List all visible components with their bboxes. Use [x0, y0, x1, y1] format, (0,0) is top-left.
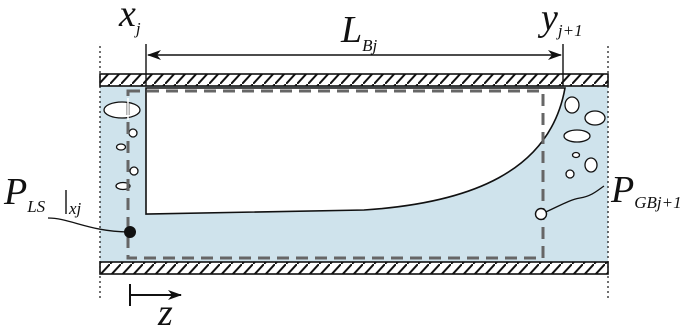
pgb-leader-line: [540, 185, 605, 215]
pgb-label: PGBj+1: [610, 169, 682, 212]
length-label: LBj: [340, 9, 378, 55]
pls-pressure-point: [124, 226, 136, 238]
y-label: yj+1: [537, 0, 583, 40]
x-label: xj: [118, 0, 141, 38]
z-label: z: [157, 292, 173, 326]
pls-leader-line: [47, 217, 131, 233]
pls-label: PLS: [3, 171, 46, 216]
control-volume: [126, 89, 545, 260]
taylor-bubble: [145, 87, 566, 215]
pls-eval-sub: xj: [68, 199, 82, 218]
top-pipe-wall: [99, 73, 609, 87]
bottom-pipe-wall: [99, 261, 609, 275]
small-bubbles-right: [563, 96, 606, 179]
pgb-pressure-point: [534, 207, 548, 221]
